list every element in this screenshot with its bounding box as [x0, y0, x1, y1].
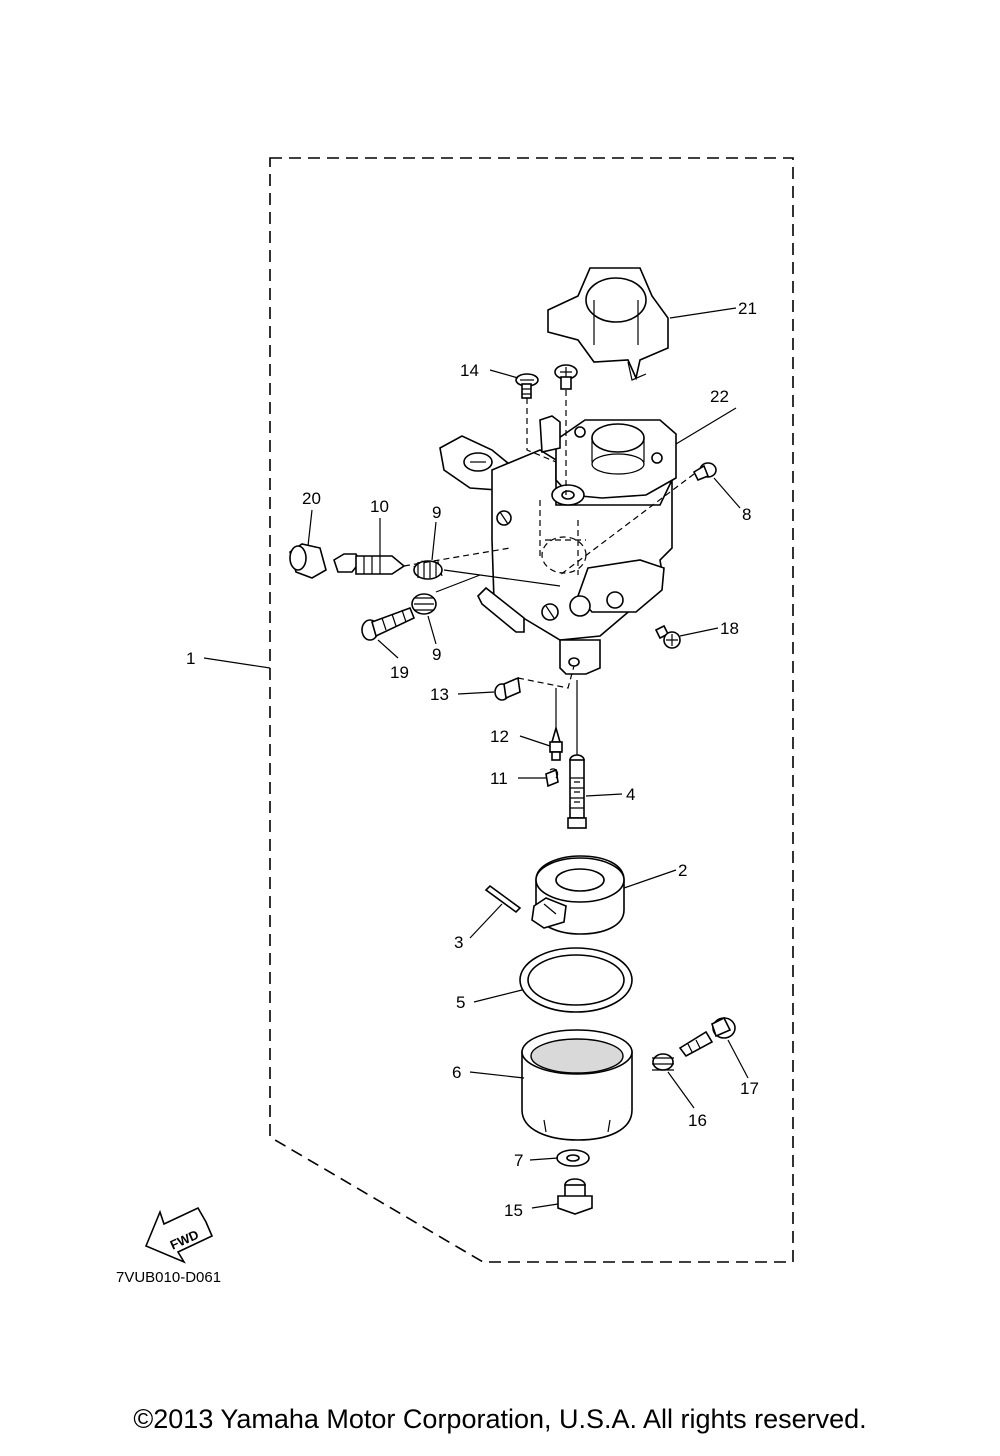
alignment-line-13	[517, 665, 575, 689]
alignment-line-19	[435, 574, 481, 593]
part-12-jet	[549, 725, 563, 761]
alignment-line-8	[559, 473, 695, 576]
leader-14	[489, 369, 519, 379]
leader-19	[377, 639, 399, 659]
alignment-line-14	[526, 398, 557, 463]
leader-4	[585, 793, 623, 797]
part-9-spring-lower	[411, 593, 437, 615]
leader-2	[623, 869, 677, 889]
leader-7	[529, 1157, 559, 1161]
callout-22: 22	[710, 387, 729, 406]
leader-12	[519, 735, 551, 747]
callout-4: 4	[626, 785, 635, 804]
part-15-drain-bolt	[557, 1178, 593, 1215]
callout-12: 12	[490, 727, 509, 746]
leader-3	[469, 903, 503, 939]
top-screw	[554, 364, 578, 390]
callout-16: 16	[688, 1111, 707, 1130]
callout-14: 14	[460, 361, 479, 380]
alignment-line-9	[443, 569, 561, 587]
callout-21: 21	[738, 299, 757, 318]
fwd-arrow-icon: FWD	[144, 1206, 214, 1264]
part-3-pin	[484, 884, 522, 914]
callout-17: 17	[740, 1079, 759, 1098]
part-21-cover	[547, 267, 669, 381]
part-20-cap	[289, 543, 327, 579]
leader-8	[713, 477, 741, 509]
callout-20: 20	[302, 489, 321, 508]
callout-11: 11	[490, 769, 508, 788]
carburetor-body	[439, 415, 677, 675]
drawing-code: 7VUB010-D061	[116, 1269, 221, 1286]
callout-13: 13	[430, 685, 449, 704]
assembly-boundary	[269, 157, 794, 1263]
part-10-pilot-screw	[333, 553, 406, 575]
part-14-screw	[515, 373, 539, 399]
leader-6	[469, 1071, 525, 1079]
part-19-throttle-screw	[361, 606, 416, 641]
copyright-notice: ©2013 Yamaha Motor Corporation, U.S.A. A…	[133, 1404, 867, 1434]
part-16-spring	[652, 1053, 674, 1071]
leader-5	[473, 989, 523, 1003]
callout-1: 1	[186, 649, 195, 668]
part-18-screw	[654, 624, 681, 649]
part-4-main-nozzle	[567, 754, 587, 829]
callout-9a: 9	[432, 503, 441, 522]
callout-18: 18	[720, 619, 739, 638]
part-6-float-bowl	[521, 1029, 633, 1141]
part-13-screw	[494, 676, 521, 701]
leader-1	[203, 657, 271, 669]
callout-7: 7	[514, 1151, 523, 1170]
callout-6: 6	[452, 1063, 461, 1082]
part-11-clip	[545, 768, 559, 788]
part-7-washer	[556, 1149, 590, 1167]
leader-9b	[427, 615, 437, 645]
leader-9a	[431, 521, 437, 561]
leader-21	[669, 307, 737, 319]
callout-19: 19	[390, 663, 409, 682]
leader-22	[675, 407, 737, 445]
leader-18	[679, 627, 719, 637]
leader-17	[727, 1039, 749, 1079]
callout-3: 3	[454, 933, 463, 952]
part-17-screw	[678, 1016, 736, 1058]
leader-15	[531, 1203, 559, 1209]
callout-2: 2	[678, 861, 687, 880]
part-9-spring-upper	[413, 559, 443, 580]
callout-5: 5	[456, 993, 465, 1012]
leader-16	[667, 1071, 695, 1109]
alignment-line-10	[403, 547, 511, 567]
part-2-float	[531, 855, 625, 935]
leader-13	[457, 691, 495, 695]
part-5-gasket	[519, 947, 633, 1013]
part-8-screw	[692, 462, 717, 482]
leader-20	[307, 509, 313, 547]
callout-10: 10	[370, 497, 389, 516]
callout-9b: 9	[432, 645, 441, 664]
callout-15: 15	[504, 1201, 523, 1220]
callout-8: 8	[742, 505, 751, 524]
